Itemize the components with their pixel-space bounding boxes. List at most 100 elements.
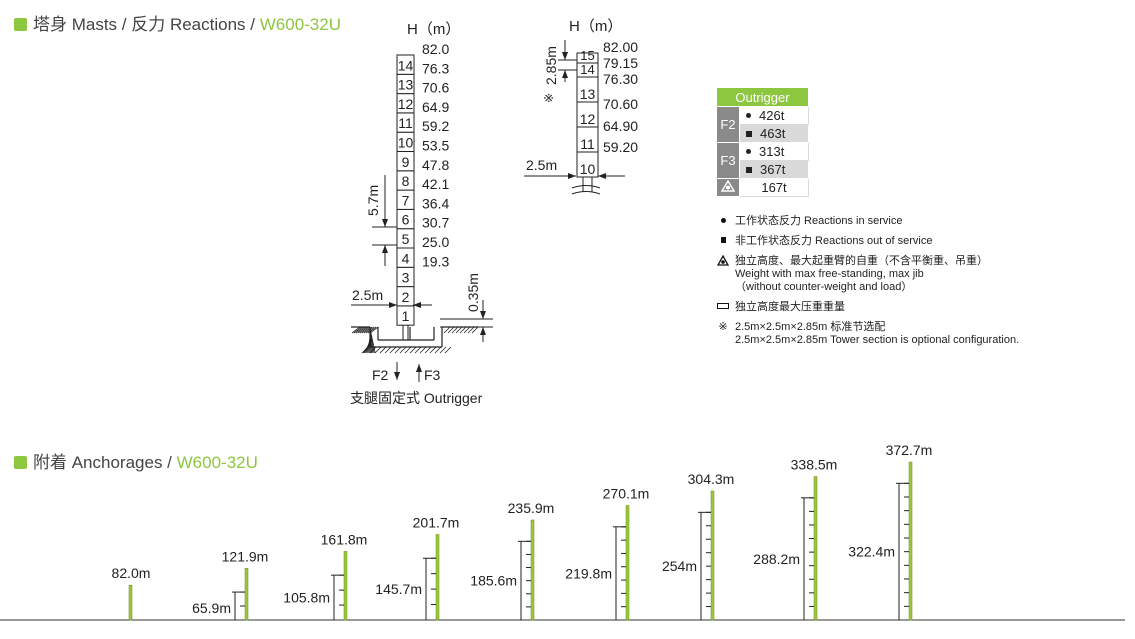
f2-row-label: F2 [716,106,740,143]
in-service-dot-icon [746,113,751,118]
height-label: 19.3 [422,253,449,269]
hatch-line [444,346,452,354]
height-label: 82.00 [603,39,638,55]
hatch-line [439,346,447,354]
anchorage-anchor-height: 288.2m [753,551,800,567]
anchorage-anchor-height: 105.8m [283,590,330,606]
height-label: 76.3 [422,60,449,76]
f2-in-service-value: 426t [739,106,809,125]
height-label: 70.6 [422,80,449,96]
anchorage-total-height: 161.8m [321,531,368,547]
anchorage-anchor-height: 145.7m [375,581,422,597]
outrigger-caption: 支腿固定式 Outrigger [350,390,483,406]
opt-width-dimension-label: 2.5m [526,157,557,173]
f3-force-label: F3 [424,367,441,383]
anchorage-anchor-height: 219.8m [565,565,612,581]
compress-weight-icon [716,301,730,314]
mast-section-number: 5 [402,231,410,247]
hatch-line [359,326,369,334]
mast-section-number: 13 [580,86,596,102]
mast-section-number: 11 [580,136,595,152]
anchorage-total-height: 338.5m [791,456,838,472]
f3-out-service-value: 367t [739,160,809,179]
hatch-line [424,346,432,354]
mast-section-cell [576,151,599,178]
hatch-line [404,346,412,354]
anchorage-total-height: 270.1m [603,485,650,501]
break-symbol [571,185,601,195]
anchorage-mast [625,505,630,621]
anchorage-anchor-height: 65.9m [192,600,231,616]
anchorage-anchor-height: 322.4m [848,544,895,560]
weight-row-icon-cell [716,178,740,197]
legend-weight: 独立高度、最大起重臂的自重（不含平衡重、吊重） Weight with max … [716,254,1126,294]
hatch-line [369,346,377,354]
green-square-icon [14,456,27,469]
hatch-line [357,326,367,334]
weight-icon [716,254,730,270]
mast-section-number: 4 [402,250,410,266]
hatch-line [384,346,392,354]
anchorage-total-height: 235.9m [508,500,555,516]
f3-in-service-value: 313t [739,142,809,161]
out-service-square-icon [746,131,752,137]
mast-section-number: 1 [402,308,410,324]
hatch-line [459,326,467,334]
height-label: 59.20 [603,139,638,155]
section-height-dimension: 5.7m [365,185,381,216]
mast-section-number: 15 [580,48,594,63]
height-label: 79.15 [603,55,638,71]
hatch-line [467,326,475,334]
out-service-square-icon [716,235,730,248]
mast-section-number: 6 [402,212,410,228]
hatch-line [414,346,422,354]
hatch-line [379,346,387,354]
mast-section-number: 12 [398,96,414,112]
mast-section-number: 3 [402,270,410,286]
anchorages-section-title: 附着 Anchorages / W600-32U [14,448,258,473]
f3-row-label: F3 [716,142,740,179]
height-label: 36.4 [422,195,449,211]
f2-force-label: F2 [372,367,389,383]
opt-h-unit-label: H（m） [569,18,622,35]
hatch-line [367,326,377,334]
hatch-line [361,326,371,334]
weight-icon [720,179,736,192]
height-label: 64.9 [422,99,449,115]
opt-ref-mark: ※ [542,93,556,103]
anchorage-anchor-height: 254m [662,558,697,574]
height-label: 25.0 [422,234,449,250]
anchorage-mast [813,476,818,621]
hatch-line [394,346,402,354]
legend-in-service: 工作状态反力 Reactions in service [716,215,1126,228]
height-label: 53.5 [422,138,449,154]
height-label: 82.0 [422,41,449,57]
hatch-line [463,326,471,334]
mast-section-number: 14 [580,62,594,77]
hatch-line [363,326,373,334]
anchorage-mast [908,461,913,621]
hatch-line [409,346,417,354]
anchorage-masts: 82.0m121.9m65.9m161.8m105.8m201.7m145.7m… [112,442,932,621]
anchorage-mast [435,534,440,621]
height-label: 64.90 [603,118,638,134]
anchorage-mast [343,551,348,621]
hatch-line [419,346,427,354]
mast-section-cell [396,54,415,75]
masts-section-title: 塔身 Masts / 反力 Reactions / W600-32U [14,10,341,35]
mast-section-number: 10 [580,161,596,177]
mast-section-number: 13 [398,77,414,93]
mast-section-number: 12 [580,111,596,127]
hatch-line [434,346,442,354]
mast-section-number: 2 [402,289,410,305]
mast-section-number: 7 [402,192,410,208]
hatch-line [374,346,382,354]
mast-section-number: 11 [398,115,413,131]
anchorage-mast [530,519,535,621]
hatch-line [447,326,455,334]
in-service-dot-icon [716,215,730,228]
anchorage-mast [128,584,133,621]
width-dimension-label: 2.5m [352,287,383,303]
